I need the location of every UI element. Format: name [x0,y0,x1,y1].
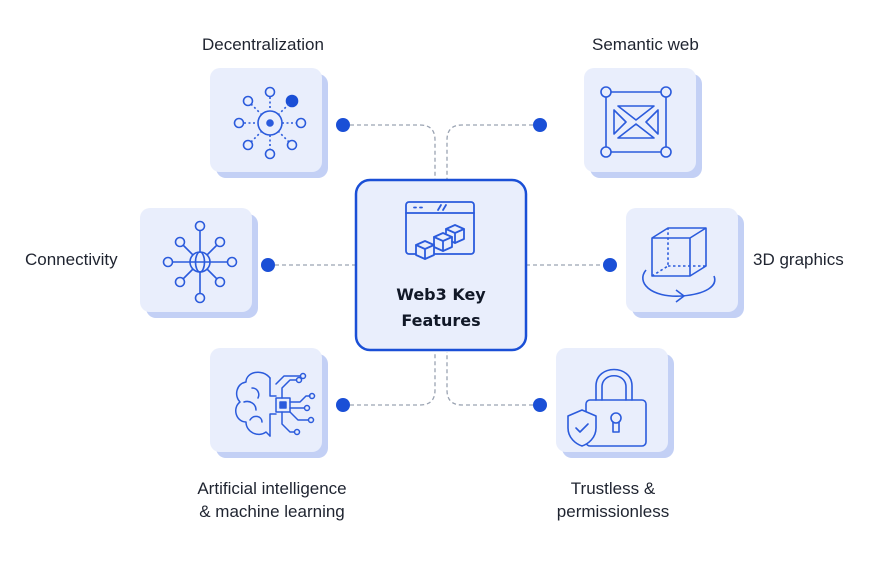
card-connectivity [140,208,258,318]
decentralized-network-icon [233,86,307,160]
label-trustless-line1: Trustless & [570,479,656,498]
globe-network-icon [162,220,238,304]
connector-decentralization [343,124,436,180]
label-semantic-web: Semantic web [592,35,699,54]
dot-3d-graphics [603,258,617,272]
3d-cube-rotate-icon [642,227,716,303]
center-title-line1: Web3 Key [396,285,486,304]
label-ai-ml-line1: Artificial intelligence [197,479,347,498]
label-decentralization: Decentralization [202,35,324,54]
label-connectivity: Connectivity [25,250,118,269]
dot-ai-ml [336,398,350,412]
label-trustless-line2: permissionless [556,502,670,521]
label-trustless: Trustless & permissionless [548,477,678,523]
padlock-shield-icon [567,368,647,447]
browser-cubes-icon [405,201,475,260]
connector-ai-ml [343,352,436,406]
center-title-line2: Features [401,311,481,330]
connector-semantic-web [446,124,540,180]
label-ai-ml: Artificial intelligence & machine learni… [186,477,358,523]
label-3d-graphics: 3D graphics [753,250,844,269]
semantic-nodes-icon [600,86,672,158]
connector-trustless [446,352,540,406]
card-semantic-web [584,68,702,178]
center-card [354,178,528,352]
dot-connectivity [261,258,275,272]
card-decentralization [210,68,328,178]
card-ai-ml [210,348,328,458]
connector-dots [261,118,617,412]
dot-decentralization [336,118,350,132]
card-3d-graphics [626,208,744,318]
label-ai-ml-line2: & machine learning [199,502,345,521]
dot-semantic-web [533,118,547,132]
dot-trustless [533,398,547,412]
card-trustless [556,348,674,458]
center-title: Web3 Key Features [358,282,524,334]
connector-lines [268,124,610,406]
brain-chip-icon [235,371,316,437]
